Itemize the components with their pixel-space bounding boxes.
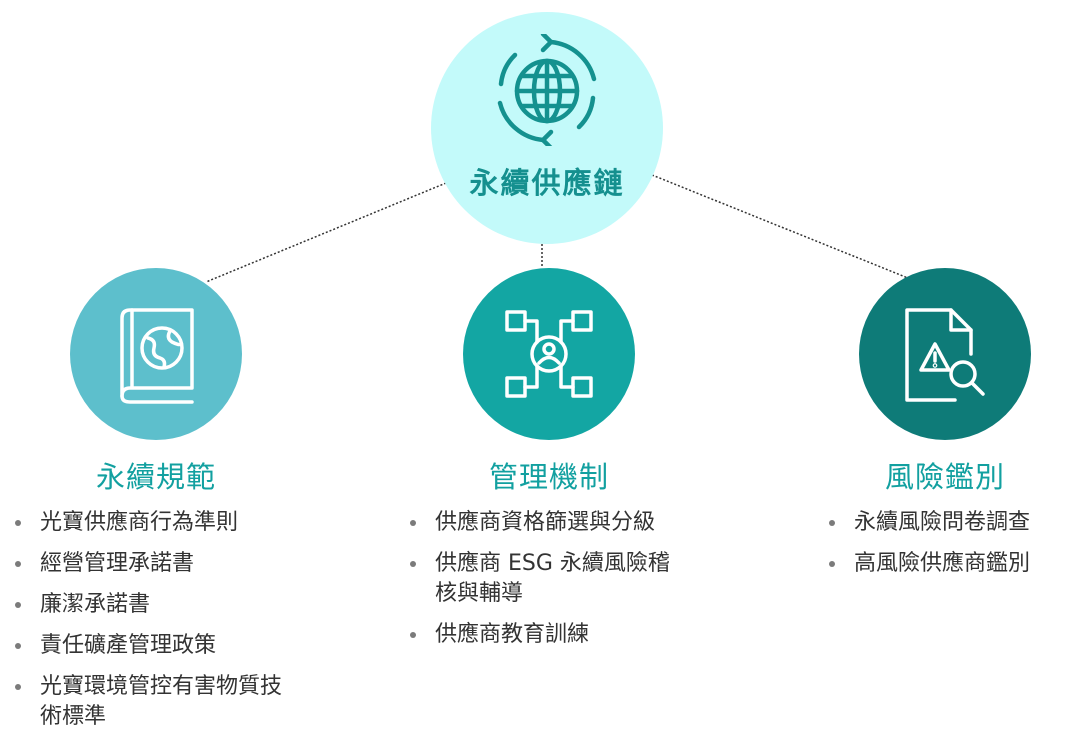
list-item: 供應商資格篩選與分級 xyxy=(407,508,691,538)
user-network-icon xyxy=(505,310,593,398)
bullet-icon xyxy=(15,561,21,567)
bullet-icon xyxy=(829,561,835,567)
globe-cycle-icon xyxy=(497,34,597,146)
bullet-icon xyxy=(410,632,416,638)
mechanism-list: 供應商資格篩選與分級 供應商 ESG 永續風險稽核與輔導 供應商教育訓練 xyxy=(407,508,691,661)
list-item: 責任礦產管理政策 xyxy=(12,631,302,661)
list-item: 光寶供應商行為準則 xyxy=(12,508,302,538)
bullet-icon xyxy=(15,643,21,649)
connector-left xyxy=(205,182,447,283)
center-node: 永續供應鏈 xyxy=(431,12,663,244)
bullet-icon xyxy=(15,602,21,608)
list-item: 經營管理承諾書 xyxy=(12,549,302,579)
column-title-standards: 永續規範 xyxy=(95,460,216,494)
risk-list: 永續風險問卷調查 高風險供應商鑑別 xyxy=(826,508,1084,590)
node-sustainability-standards xyxy=(70,268,242,440)
connector-right xyxy=(651,174,909,279)
bullet-icon xyxy=(410,561,416,567)
node-risk-identification xyxy=(859,268,1031,440)
column-title-risk: 風險鑑別 xyxy=(884,460,1005,494)
list-item: 高風險供應商鑑別 xyxy=(826,549,1084,579)
list-item: 供應商 ESG 永續風險稽核與輔導 xyxy=(407,549,691,609)
list-item: 供應商教育訓練 xyxy=(407,620,691,650)
node-management-mechanism xyxy=(463,268,635,440)
bullet-icon xyxy=(410,520,416,526)
list-item: 永續風險問卷調查 xyxy=(826,508,1084,538)
globe-book-icon xyxy=(120,308,194,404)
standards-list: 光寶供應商行為準則 經營管理承諾書 廉潔承諾書 責任礦產管理政策 光寶環境管控有… xyxy=(12,508,302,743)
document-warning-search-icon xyxy=(905,308,985,402)
list-item: 廉潔承諾書 xyxy=(12,590,302,620)
list-item: 光寶環境管控有害物質技術標準 xyxy=(12,672,302,732)
column-title-mechanism: 管理機制 xyxy=(488,460,609,494)
bullet-icon xyxy=(15,520,21,526)
bullet-icon xyxy=(829,520,835,526)
bullet-icon xyxy=(15,684,21,690)
center-title: 永續供應鏈 xyxy=(469,166,625,200)
